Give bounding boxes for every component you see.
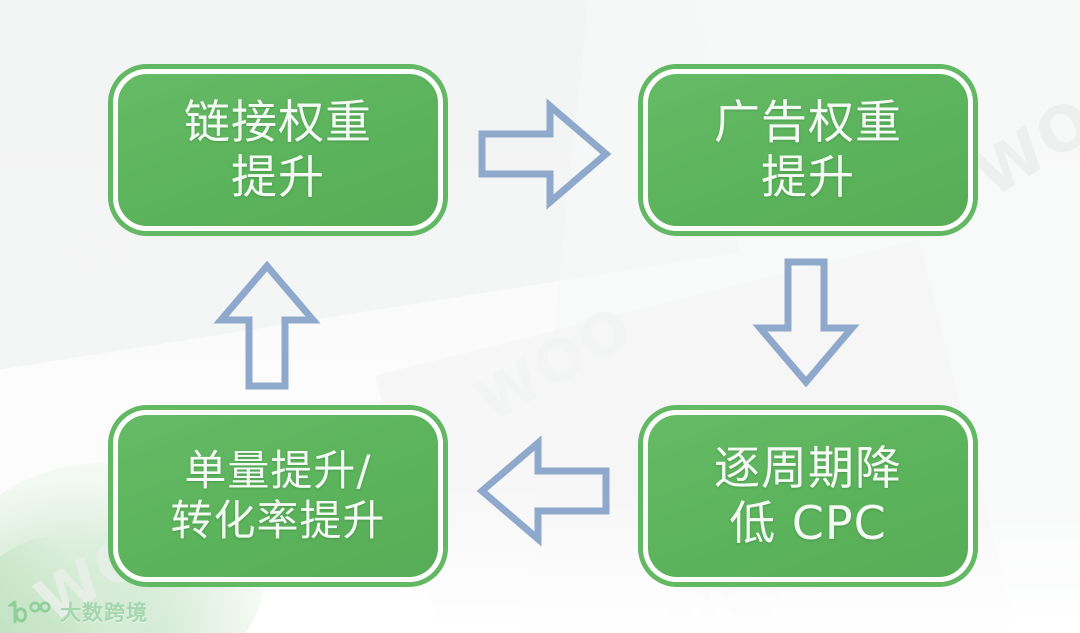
node-orders-conversion-label: 单量提升/ 转化率提升 (170, 445, 386, 545)
node-lower-cpc-label: 逐周期降 低 CPC (714, 440, 902, 550)
node-link-weight[interactable]: 链接权重 提升 (113, 69, 443, 231)
arrow-down-icon (752, 258, 860, 388)
arrow-right-icon (478, 98, 612, 210)
brand-mark-icon (8, 599, 52, 625)
arrow-left-icon (476, 435, 610, 547)
node-link-weight-label: 链接权重 提升 (184, 94, 372, 204)
brand-name: 大数跨境 (60, 601, 148, 625)
node-orders-conversion[interactable]: 单量提升/ 转化率提升 (113, 410, 443, 582)
footer-logo: 大数跨境 (8, 597, 148, 627)
node-ad-weight[interactable]: 广告权重 提升 (643, 69, 973, 231)
node-lower-cpc[interactable]: 逐周期降 低 CPC (643, 410, 973, 582)
node-ad-weight-label: 广告权重 提升 (714, 94, 902, 204)
arrow-up-icon (213, 260, 321, 390)
